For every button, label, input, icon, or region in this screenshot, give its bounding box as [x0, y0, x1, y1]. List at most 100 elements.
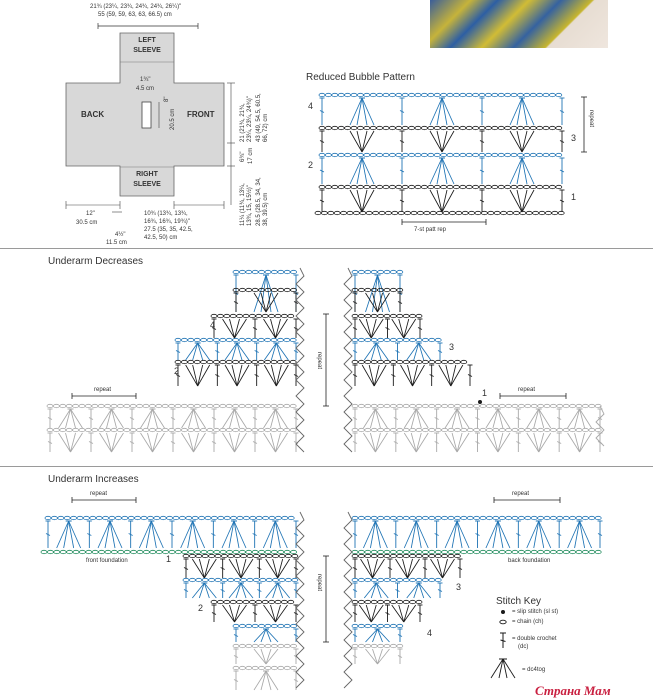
top-dims-cm: 55 (59, 59, 63, 63, 66.5) cm — [98, 12, 172, 18]
dc4tog-leg — [456, 520, 470, 549]
dc4tog-leg — [579, 520, 592, 549]
key-dc-1: = double crochet — [512, 636, 557, 642]
dc4tog-leg — [370, 408, 376, 429]
dc-stitch-bar — [385, 327, 390, 330]
dc4tog-leg — [370, 582, 377, 599]
shell-leg — [437, 558, 443, 579]
dc4tog-leg — [375, 408, 388, 429]
dc4tog-leg — [363, 582, 377, 599]
dc4tog-leg — [406, 342, 420, 361]
chain-stitch — [459, 152, 467, 158]
chain-stitch — [283, 403, 291, 409]
shell-leg — [358, 604, 372, 623]
chain-stitch — [427, 152, 435, 158]
chain-stitch — [396, 403, 404, 409]
shell-leg — [240, 558, 254, 579]
dec-repeat-left: repeat — [94, 387, 112, 393]
dc4tog-leg — [377, 628, 383, 643]
dc4tog-leg — [233, 520, 240, 549]
dc-stitch-bar — [479, 169, 485, 173]
chain-stitch — [396, 269, 404, 275]
chain-stitch — [233, 553, 241, 559]
shell-leg — [265, 292, 279, 313]
dc-stitch-bar — [129, 417, 135, 420]
dc4tog-leg — [274, 520, 288, 549]
dc4tog-leg — [579, 408, 585, 429]
dc-stitch-bar — [254, 374, 259, 377]
shell-leg — [140, 432, 153, 453]
edge-break — [595, 405, 605, 447]
front-foundation-label: front foundation — [86, 558, 128, 564]
dc-stitch-bar — [479, 199, 485, 203]
dc4tog-leg — [263, 408, 276, 429]
shell-leg — [272, 558, 279, 579]
dc4tog-leg — [152, 408, 165, 429]
dc4tog-leg — [363, 342, 377, 361]
shell-leg — [358, 318, 372, 339]
chain-stitch — [216, 599, 224, 605]
chain-stitch — [212, 359, 220, 365]
dc4tog-leg — [269, 520, 276, 549]
fabric-photo — [430, 0, 608, 48]
chain-stitch — [289, 359, 297, 365]
dc4tog-leg — [109, 520, 123, 549]
shell-leg — [407, 364, 413, 387]
chain-stitch — [129, 427, 137, 433]
dc4tog-leg — [441, 157, 448, 185]
shell-leg — [574, 432, 580, 453]
dc-stitch-bar — [319, 140, 325, 143]
shell-leg — [361, 364, 375, 387]
chain-stitch — [331, 92, 339, 98]
chain-stitch — [223, 515, 231, 521]
dc-stitch-bar — [475, 441, 480, 444]
reduced-row-1: 1 — [571, 192, 577, 202]
dc4tog-leg — [109, 520, 116, 549]
chain-stitch — [364, 313, 372, 319]
shell-leg — [197, 364, 204, 387]
dc-stitch-bar — [556, 533, 562, 536]
shell-leg — [377, 292, 390, 313]
dc4tog-leg — [138, 520, 152, 549]
chain-stitch — [148, 403, 156, 409]
dc4tog-leg — [533, 408, 540, 429]
dc-stitch-bar — [211, 441, 217, 444]
chain-stitch — [289, 337, 297, 343]
shell-leg — [407, 558, 420, 579]
shell-leg — [579, 432, 585, 453]
dc-stitch-bar — [397, 655, 403, 658]
dc4tog-leg — [221, 520, 235, 549]
shell-leg — [442, 558, 448, 579]
dc-stitch-bar — [170, 441, 176, 444]
dc-stitch-bar — [397, 634, 403, 637]
dc-stitch-bar — [293, 679, 299, 682]
chain-stitch — [290, 287, 298, 293]
bottom-12-in: 12" — [86, 211, 95, 217]
chain-stitch — [249, 515, 257, 521]
chain-stitch — [434, 337, 442, 343]
dc4tog-leg — [198, 582, 205, 599]
dc-stitch-bar — [352, 634, 358, 637]
dc4tog-leg — [521, 97, 535, 126]
dc4tog-leg — [192, 520, 199, 549]
shell-leg — [203, 558, 210, 579]
dc-stitch-bar — [87, 533, 92, 536]
dc4tog-leg — [277, 582, 290, 599]
chain-stitch — [460, 549, 468, 555]
chain-stitch — [396, 287, 404, 293]
dc-stitch-bar — [516, 441, 521, 444]
chain-stitch — [142, 549, 150, 555]
edge-break — [295, 511, 305, 689]
dc4tog-leg — [365, 274, 378, 313]
chain-stitch — [428, 403, 436, 409]
dc-stitch-bar — [352, 350, 358, 353]
shell-leg — [152, 432, 165, 453]
chain-stitch — [428, 515, 436, 521]
dc-stitch-bar — [211, 327, 217, 330]
shell-leg — [402, 558, 408, 579]
chain-stitch — [290, 269, 298, 275]
dc4tog-leg — [104, 520, 111, 549]
chain-stitch — [291, 577, 299, 583]
chain-stitch — [455, 210, 463, 216]
dc-stitch-bar — [516, 533, 521, 536]
shell-leg — [111, 432, 124, 453]
